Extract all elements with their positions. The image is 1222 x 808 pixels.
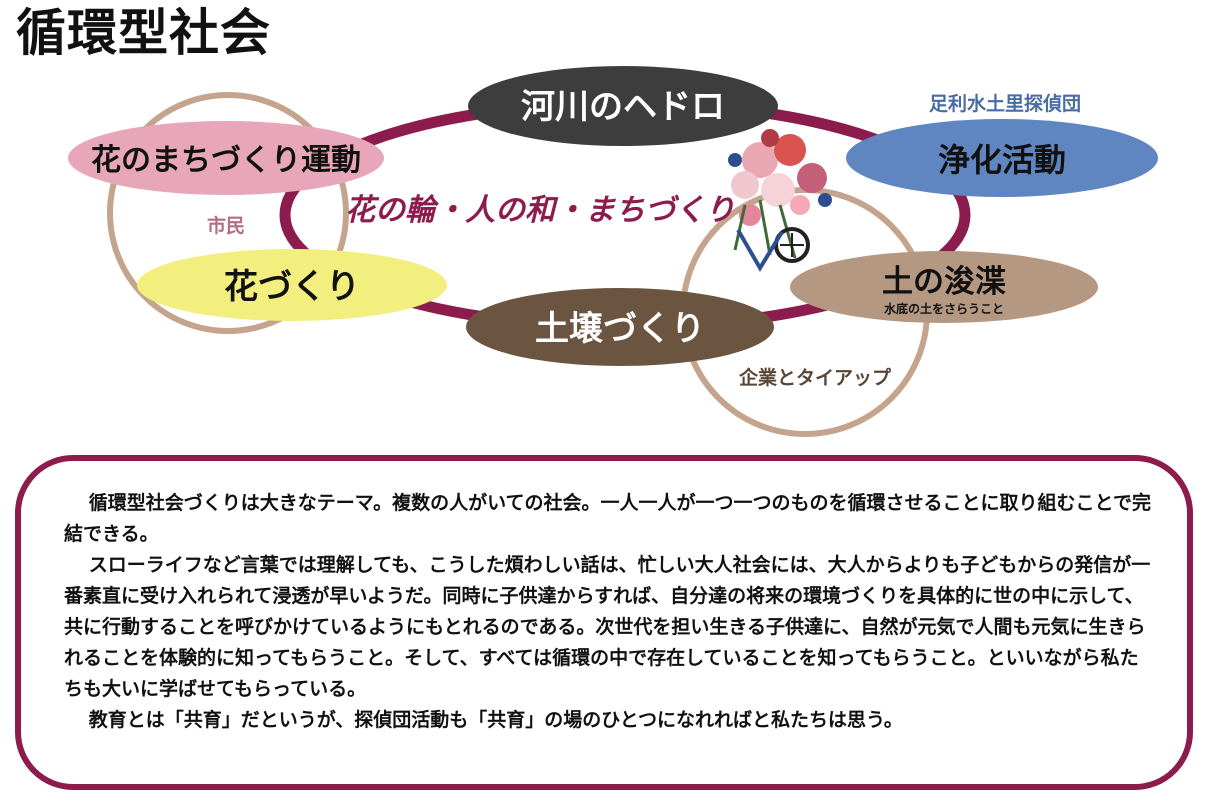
- node-dredging: [790, 251, 1098, 323]
- node-flower-town-movement: [68, 121, 384, 195]
- cycle-diagram: 河川のヘドロ 花のまちづくり運動 浄化活動 花づくり 土壌づくり 土の浚渫 水底…: [68, 66, 1158, 437]
- node-purification: [846, 119, 1158, 197]
- label-citizens: 市民: [207, 214, 245, 237]
- label-detective-group: 足利水土里探偵団: [929, 92, 1081, 115]
- page-title: 循環型社会: [16, 4, 271, 62]
- node-flower-town-movement-label: 花のまちづくり運動: [91, 143, 361, 178]
- body-paragraph: 教育とは「共育」だというが、探偵団活動も「共育」の場のひとつになれればと私たちは…: [88, 709, 903, 731]
- node-purification-label: 浄化活動: [938, 141, 1066, 179]
- node-soil-making: [466, 288, 774, 366]
- node-river-sludge: [468, 66, 778, 146]
- node-dredging-label: 土の浚渫: [882, 264, 1006, 300]
- flower-cart-illustration: [728, 129, 832, 272]
- node-soil-making-label: 土壌づくり: [535, 309, 705, 349]
- body-text: 循環型社会づくりは大きなテーマ。複数の人がいての社会。一人一人が一つ一つのものを…: [64, 488, 1154, 736]
- node-flower-growing-label: 花づくり: [224, 267, 360, 307]
- label-company-tieup: 企業とタイアップ: [738, 366, 892, 389]
- body-paragraph: スローライフなど言葉では理解しても、こうした煩わしい話は、忙しい大人社会には、大…: [64, 554, 1151, 700]
- node-river-sludge-label: 河川のヘドロ: [521, 87, 725, 127]
- node-flower-growing: [137, 249, 447, 321]
- center-slogan: 花の輪・人の和・まちづくり: [345, 193, 735, 228]
- body-text-box: [15, 455, 1193, 790]
- node-dredging-note: 水底の土をさらうこと: [884, 301, 1004, 316]
- body-paragraph: 循環型社会づくりは大きなテーマ。複数の人がいての社会。一人一人が一つ一つのものを…: [64, 492, 1151, 545]
- citizen-circle: [107, 92, 349, 334]
